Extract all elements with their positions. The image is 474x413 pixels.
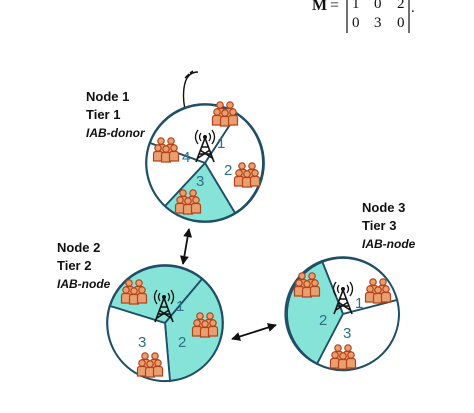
node-1-sector-1-label: 1 bbox=[217, 135, 225, 152]
matrix-cell: 0 bbox=[374, 0, 382, 12]
node-3-sector-3-label: 3 bbox=[343, 325, 351, 342]
user-group-icon bbox=[213, 102, 238, 126]
node-1-role: IAB-donor bbox=[86, 126, 146, 140]
backhaul-cable-dashes bbox=[184, 70, 194, 79]
matrix-period: . bbox=[411, 0, 415, 16]
matrix-cell: 0 bbox=[352, 15, 360, 31]
matrix-expression: M = 1 0 2 0 3 0 . bbox=[312, 0, 415, 33]
node-3-cell: 1 2 3 bbox=[284, 256, 400, 372]
matrix-equals: = bbox=[330, 0, 339, 14]
node-2-sector-3-label: 3 bbox=[138, 334, 146, 351]
matrix-symbol: M bbox=[312, 0, 327, 14]
node-1-name: Node 1 bbox=[86, 89, 129, 104]
node-1-cell-border bbox=[145, 103, 265, 223]
double-arrow-icon bbox=[231, 323, 277, 341]
node-2-tier: Tier 2 bbox=[57, 258, 91, 273]
node-2-sector-2-label: 2 bbox=[178, 334, 186, 351]
double-arrow-icon bbox=[179, 228, 193, 265]
node-1-cell: 1 2 3 4 bbox=[145, 102, 265, 223]
matrix-cell: 1 bbox=[352, 0, 360, 12]
node-2-name: Node 2 bbox=[57, 240, 100, 255]
node-2-role: IAB-node bbox=[57, 277, 111, 291]
node-3-sector-1-label: 1 bbox=[355, 295, 363, 312]
node-2-cell: 1 2 3 bbox=[106, 264, 224, 383]
node-2-cell-border bbox=[106, 264, 224, 382]
node-1-sector-4-label: 4 bbox=[182, 149, 190, 166]
node-2-sector-1-label: 1 bbox=[176, 298, 184, 315]
node-1-tier: Tier 1 bbox=[86, 107, 120, 122]
matrix-cell: 2 bbox=[397, 0, 405, 12]
node-3-tier: Tier 3 bbox=[362, 218, 396, 233]
node-1-sector-3-label: 3 bbox=[196, 173, 204, 190]
matrix-cell: 0 bbox=[397, 15, 405, 31]
node-3-sector-2-label: 2 bbox=[319, 312, 327, 329]
matrix-cell: 3 bbox=[374, 15, 382, 31]
node-3-name: Node 3 bbox=[362, 200, 405, 215]
node-1-sector-2-label: 2 bbox=[224, 162, 232, 179]
node-3-cell-border bbox=[286, 257, 400, 371]
node-3-role: IAB-node bbox=[362, 237, 416, 251]
